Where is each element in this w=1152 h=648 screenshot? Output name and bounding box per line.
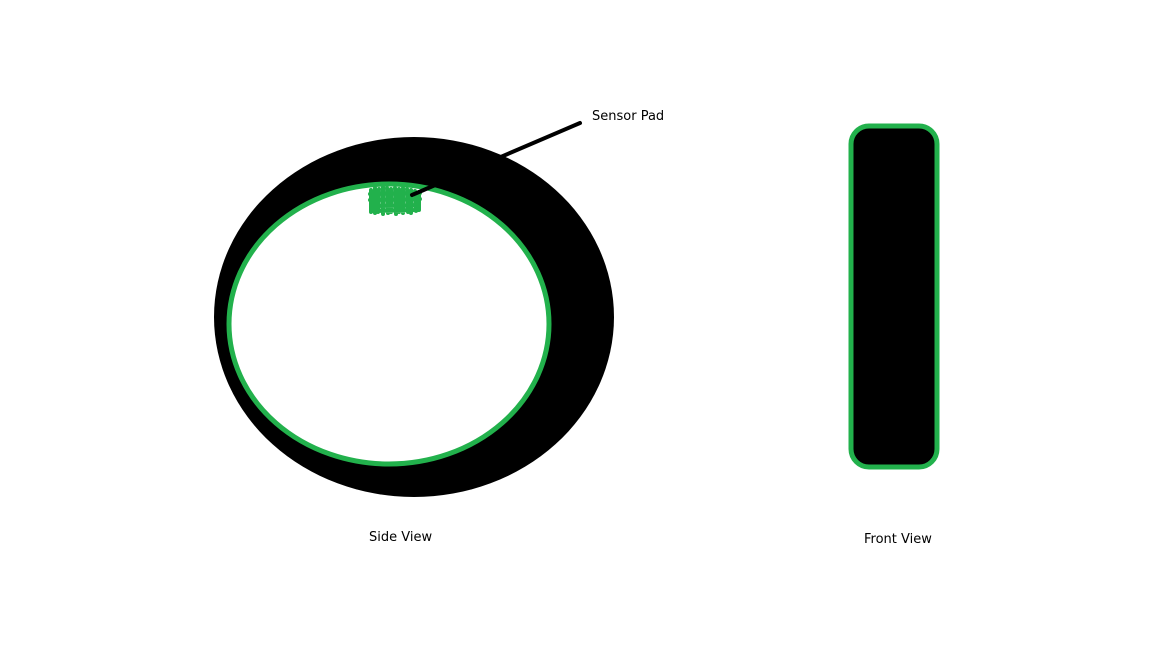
front-view-label: Front View	[864, 532, 932, 547]
side-view-ring	[214, 137, 614, 497]
sensor-pad-marker	[368, 185, 422, 216]
side-view-inner-opening	[226, 181, 552, 467]
sensor-pad-leader-line	[410, 121, 582, 197]
front-view-band	[848, 123, 940, 470]
sensor-pad-fill	[372, 191, 418, 210]
sensor-pad-label: Sensor Pad	[592, 109, 664, 124]
side-view-label: Side View	[369, 530, 432, 545]
